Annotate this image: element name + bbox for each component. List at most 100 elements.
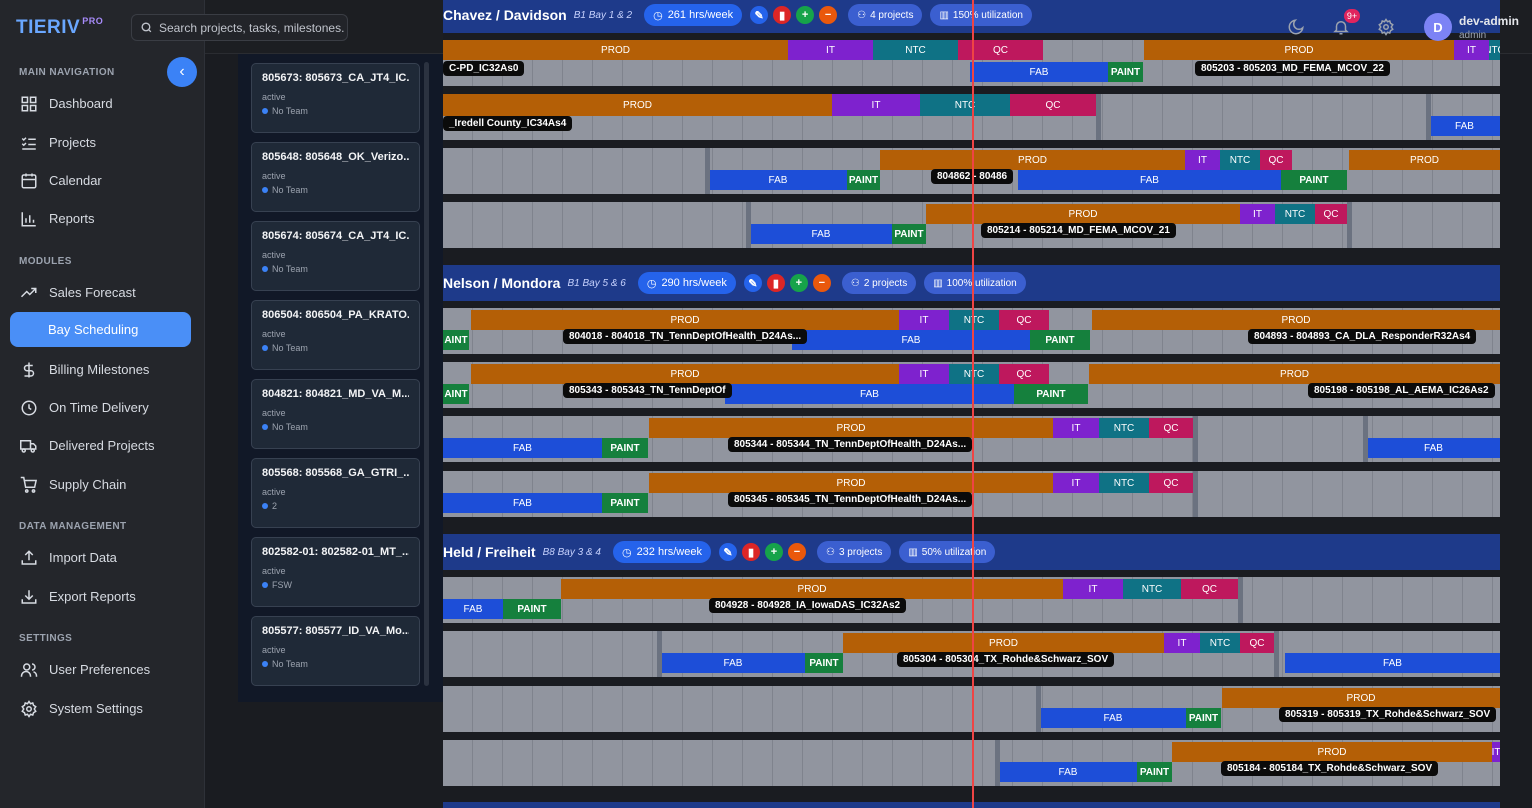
search-box[interactable]: [131, 14, 348, 41]
avatar[interactable]: D: [1424, 13, 1452, 41]
phase-bar-prod[interactable]: PROD: [843, 633, 1164, 653]
phase-bar-paint[interactable]: PAINT: [892, 224, 926, 244]
phase-bar-qc[interactable]: QC: [1149, 418, 1193, 438]
trash-icon[interactable]: ▮: [773, 6, 792, 24]
phase-bar-fab[interactable]: FAB: [1429, 116, 1500, 136]
nav-item-user-preferences[interactable]: User Preferences: [10, 652, 191, 687]
phase-bar-it[interactable]: IT: [1240, 204, 1275, 224]
phase-bar-it[interactable]: IT: [1454, 40, 1489, 60]
phase-bar-paint[interactable]: PAINT: [1186, 708, 1221, 728]
project-label[interactable]: 805184 - 805184_TX_Rohde&Schwarz_SOV: [1221, 761, 1439, 776]
projects-scrollbar[interactable]: [424, 62, 429, 686]
nav-item-supply-chain[interactable]: Supply Chain: [10, 467, 191, 502]
phase-bar-paint[interactable]: PAINT: [1030, 330, 1090, 350]
project-label[interactable]: C-PD_IC32As0: [443, 61, 525, 76]
wrench-icon[interactable]: ✎: [750, 6, 769, 24]
phase-bar-it[interactable]: IT: [788, 40, 873, 60]
phase-bar-fab[interactable]: FAB: [1285, 653, 1500, 673]
phase-bar-fab[interactable]: FAB: [750, 224, 892, 244]
project-label[interactable]: 805203 - 805203_MD_FEMA_MCOV_22: [1195, 61, 1390, 76]
phase-bar-it[interactable]: IT: [1053, 473, 1099, 493]
phase-bar-it[interactable]: IT: [1185, 150, 1220, 170]
phase-bar-fab[interactable]: FAB: [443, 438, 602, 458]
phase-bar-paint[interactable]: PAINT: [847, 170, 880, 190]
phase-bar-it[interactable]: IT: [899, 310, 949, 330]
phase-bar-fab[interactable]: FAB: [443, 599, 503, 619]
phase-bar-fab[interactable]: FAB: [1018, 170, 1281, 190]
phase-bar-ntc[interactable]: NTC: [1275, 204, 1315, 224]
phase-bar-it[interactable]: IT: [1492, 742, 1500, 762]
phase-bar-prod[interactable]: PROD: [649, 418, 1053, 438]
wrench-icon[interactable]: ✎: [743, 274, 762, 292]
wrench-icon[interactable]: ✎: [719, 543, 737, 561]
phase-bar-fab[interactable]: FAB: [443, 493, 602, 513]
phase-bar-ntc[interactable]: NTC: [1489, 40, 1500, 60]
phase-bar-prod[interactable]: PROD: [1092, 310, 1500, 330]
nav-item-sales-forecast[interactable]: Sales Forecast: [10, 275, 191, 310]
phase-bar-ntc[interactable]: NTC: [949, 310, 999, 330]
phase-bar-ntc[interactable]: NTC: [873, 40, 958, 60]
phase-bar-qc[interactable]: QC: [999, 364, 1049, 384]
phase-bar-paint[interactable]: PAINT: [1108, 62, 1143, 82]
phase-bar-ntc[interactable]: NTC: [949, 364, 999, 384]
phase-bar-ntc[interactable]: NTC: [1099, 418, 1149, 438]
phase-bar-prod[interactable]: PROD: [1349, 150, 1500, 170]
project-label[interactable]: 805319 - 805319_TX_Rohde&Schwarz_SOV: [1279, 707, 1497, 722]
nav-item-delivered-projects[interactable]: Delivered Projects: [10, 428, 191, 463]
phase-bar-fab[interactable]: FAB: [661, 653, 805, 673]
phase-bar-prod[interactable]: PROD: [649, 473, 1053, 493]
phase-bar-paint[interactable]: PAINT: [602, 493, 648, 513]
phase-bar-prod[interactable]: PROD: [926, 204, 1240, 224]
phase-bar-ntc[interactable]: NTC: [1123, 579, 1181, 599]
search-input[interactable]: [159, 20, 344, 35]
moon-icon[interactable]: [1287, 18, 1305, 36]
nav-item-dashboard[interactable]: Dashboard: [10, 86, 191, 121]
trash-icon[interactable]: ▮: [766, 274, 785, 292]
project-label[interactable]: 805343 - 805343_TN_TennDeptOf: [563, 383, 732, 398]
add-row-icon[interactable]: +: [765, 543, 783, 561]
phase-bar-paint[interactable]: AINT: [443, 384, 469, 404]
phase-bar-fab[interactable]: FAB: [709, 170, 847, 190]
phase-bar-it[interactable]: IT: [1053, 418, 1099, 438]
nav-item-calendar[interactable]: Calendar: [10, 163, 191, 198]
phase-bar-it[interactable]: IT: [899, 364, 949, 384]
add-row-icon[interactable]: +: [789, 274, 808, 292]
nav-item-system-settings[interactable]: System Settings: [10, 691, 191, 726]
phase-bar-fab[interactable]: FAB: [970, 62, 1108, 82]
project-label[interactable]: 804018 - 804018_TN_TennDeptOfHealth_D24A…: [563, 329, 808, 344]
phase-bar-prod[interactable]: PROD: [471, 364, 899, 384]
project-label[interactable]: 805214 - 805214_MD_FEMA_MCOV_21: [981, 223, 1176, 238]
nav-item-export-reports[interactable]: Export Reports: [10, 579, 191, 614]
trash-icon[interactable]: ▮: [742, 543, 760, 561]
phase-bar-ntc[interactable]: NTC: [920, 94, 1010, 116]
phase-bar-paint[interactable]: PAINT: [805, 653, 843, 673]
phase-bar-paint[interactable]: PAINT: [1137, 762, 1172, 782]
phase-bar-prod[interactable]: PROD: [443, 94, 832, 116]
phase-bar-paint[interactable]: AINT: [443, 330, 469, 350]
phase-bar-ntc[interactable]: NTC: [1099, 473, 1149, 493]
project-label[interactable]: 805304 - 805304_TX_Rohde&Schwarz_SOV: [897, 652, 1115, 667]
nav-item-billing-milestones[interactable]: Billing Milestones: [10, 352, 191, 387]
phase-bar-prod[interactable]: PROD: [471, 310, 899, 330]
phase-bar-qc[interactable]: QC: [1181, 579, 1238, 599]
phase-bar-prod[interactable]: PROD: [443, 40, 788, 60]
phase-bar-qc[interactable]: QC: [1149, 473, 1193, 493]
phase-bar-ntc[interactable]: NTC: [1200, 633, 1240, 653]
nav-item-reports[interactable]: Reports: [10, 201, 191, 236]
remove-row-icon[interactable]: −: [819, 6, 838, 24]
phase-bar-prod[interactable]: PROD: [1089, 364, 1500, 384]
phase-bar-it[interactable]: IT: [1063, 579, 1123, 599]
phase-bar-it[interactable]: IT: [832, 94, 920, 116]
phase-bar-qc[interactable]: QC: [1240, 633, 1274, 653]
project-label[interactable]: 805344 - 805344_TN_TennDeptOfHealth_D24A…: [728, 437, 973, 452]
phase-bar-fab[interactable]: FAB: [725, 384, 1014, 404]
phase-bar-fab[interactable]: FAB: [1040, 708, 1186, 728]
bell-icon[interactable]: [1332, 18, 1350, 36]
